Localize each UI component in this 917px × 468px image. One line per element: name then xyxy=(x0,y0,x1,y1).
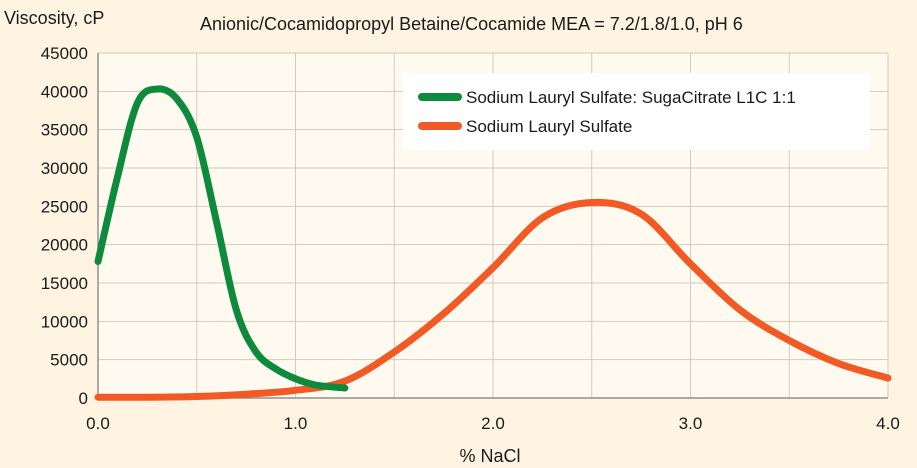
legend-box xyxy=(403,73,870,150)
x-tick-label: 4.0 xyxy=(876,414,900,433)
x-tick-label: 0.0 xyxy=(86,414,110,433)
legend: Sodium Lauryl Sulfate: SugaCitrate L1C 1… xyxy=(403,73,870,150)
y-tick-label: 0 xyxy=(79,389,88,408)
x-tick-label: 2.0 xyxy=(481,414,505,433)
y-tick-label: 30000 xyxy=(41,159,88,178)
y-tick-label: 25000 xyxy=(41,197,88,216)
y-tick-label: 15000 xyxy=(41,274,88,293)
y-tick-label: 5000 xyxy=(50,351,88,370)
y-tick-labels: 0 5000 10000 15000 20000 25000 30000 35000 40000… xyxy=(41,44,88,408)
legend-label-series-1: Sodium Lauryl Sulfate: SugaCitrate L1C 1… xyxy=(466,88,796,107)
x-tick-label: 1.0 xyxy=(284,414,308,433)
x-tick-labels: 0.0 1.0 2.0 3.0 4.0 xyxy=(86,414,900,433)
x-tick-label: 3.0 xyxy=(679,414,703,433)
series-line-1 xyxy=(94,85,349,392)
y-tick-label: 10000 xyxy=(41,312,88,331)
legend-label-series-2: Sodium Lauryl Sulfate xyxy=(466,117,632,136)
chart-title: Anionic/Cocamidopropyl Betaine/Cocamide … xyxy=(200,14,743,34)
series-layer xyxy=(94,85,892,401)
x-axis-label: % NaCl xyxy=(459,446,520,466)
y-tick-label: 45000 xyxy=(41,44,88,63)
y-tick-label: 20000 xyxy=(41,236,88,255)
y-tick-label: 40000 xyxy=(41,82,88,101)
series-line-2 xyxy=(94,198,892,401)
y-axis-label: Viscosity, cP xyxy=(4,8,104,28)
y-tick-label: 35000 xyxy=(41,121,88,140)
